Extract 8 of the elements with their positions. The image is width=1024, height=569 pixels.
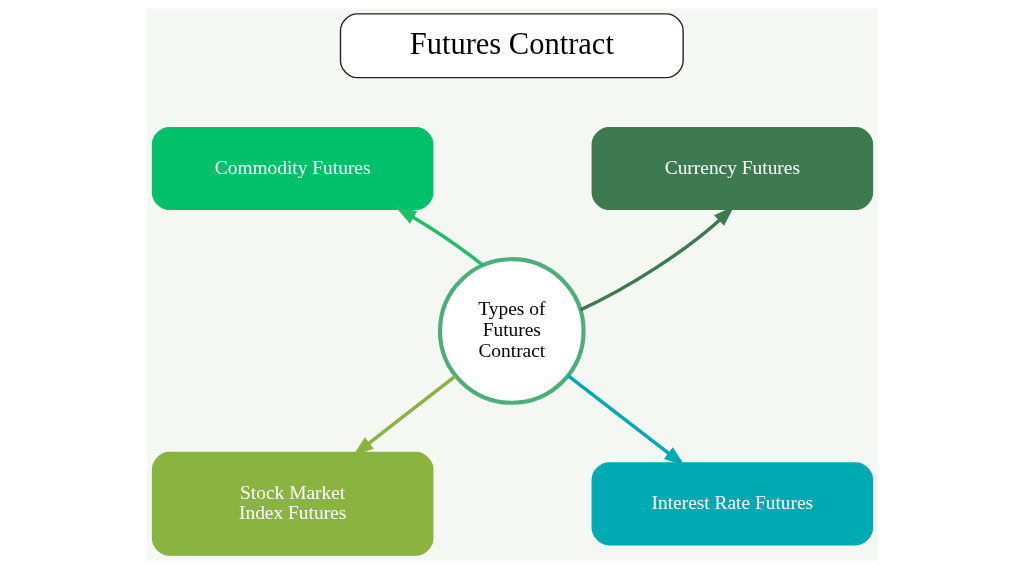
node-circle: Types of Futures Contract bbox=[437, 257, 586, 405]
node-box: Futures Contract bbox=[339, 13, 684, 79]
node-box: Commodity Futures bbox=[151, 126, 433, 211]
node-box: Currency Futures bbox=[591, 126, 873, 211]
node-box: Stock Market Index Futures bbox=[151, 451, 433, 556]
arrow bbox=[395, 206, 484, 267]
node-box: Interest Rate Futures bbox=[591, 462, 873, 546]
arrow bbox=[566, 374, 685, 466]
